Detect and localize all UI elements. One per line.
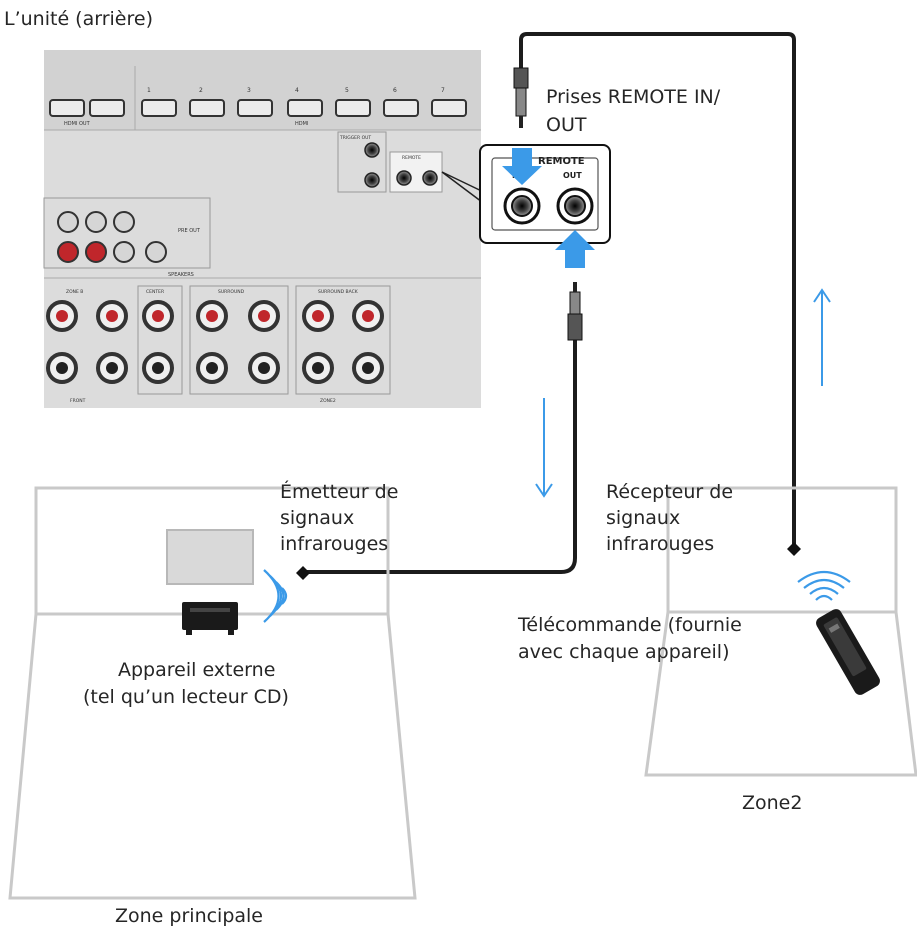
receiver-cable bbox=[519, 32, 796, 548]
remote-title: REMOTE bbox=[538, 156, 585, 167]
hdmi-ports bbox=[49, 99, 467, 117]
ir-waves-icon bbox=[263, 569, 288, 623]
remote-control-icon bbox=[816, 609, 880, 695]
small-remote-title: REMOTE bbox=[402, 155, 421, 161]
emitter-cable bbox=[303, 340, 577, 574]
ir-waves-icon bbox=[797, 570, 851, 601]
remote-control-label-line2: avec chaque appareil) bbox=[518, 641, 730, 663]
rear-panel: HDMI OUT HDMI TRIGGER OUT REMOTE PRE OUT… bbox=[43, 50, 481, 408]
remote-jacks-label-line2: OUT bbox=[546, 114, 587, 136]
signal-down-arrow bbox=[535, 398, 553, 498]
center-label: CENTER bbox=[146, 289, 164, 295]
arrow-into-in-jack bbox=[502, 148, 542, 185]
unit-rear-label: L’unité (arrière) bbox=[4, 8, 153, 30]
front-label: FRONT bbox=[70, 398, 86, 404]
emitter-endpoint bbox=[296, 566, 310, 580]
plug-arrows bbox=[502, 148, 595, 268]
remote-control-label-line1: Télécommande (fournie bbox=[518, 614, 742, 636]
hdmi-label: HDMI bbox=[295, 121, 308, 127]
signal-up-arrow bbox=[813, 288, 831, 386]
hdmi-port-number: 2 bbox=[199, 87, 203, 94]
pre-out-label: PRE OUT bbox=[178, 228, 201, 234]
main-zone-room bbox=[8, 486, 417, 900]
signal-direction-arrows bbox=[535, 288, 831, 498]
ir-receiver-label-line3: infrarouges bbox=[606, 533, 715, 555]
hdmi-out-label: HDMI OUT bbox=[64, 121, 91, 127]
surround-back-label: SURROUND BACK bbox=[318, 289, 359, 295]
external-device-label-line2: (tel qu’un lecteur CD) bbox=[83, 686, 289, 708]
plug-connectors bbox=[513, 67, 583, 341]
external-device-label-line1: Appareil externe bbox=[118, 659, 276, 681]
speakers-label: SPEAKERS bbox=[168, 272, 194, 278]
main-zone-label: Zone principale bbox=[115, 905, 264, 927]
ir-emitter-label-line3: infrarouges bbox=[280, 533, 389, 555]
zone2-panel-label: ZONE2 bbox=[320, 398, 336, 404]
tv-screen bbox=[166, 529, 254, 585]
zone2-room bbox=[644, 486, 917, 777]
arrow-into-out-jack bbox=[555, 230, 595, 268]
remote-jacks-callout: REMOTE IN OUT bbox=[479, 144, 611, 244]
ir-receiver-label-line2: signaux bbox=[606, 507, 681, 529]
receiver-endpoint bbox=[787, 542, 801, 556]
cables bbox=[303, 32, 796, 574]
zone2-label: Zone2 bbox=[742, 792, 803, 814]
hdmi-port-number: 6 bbox=[393, 87, 397, 94]
hdmi-port-number: 7 bbox=[441, 87, 445, 94]
hdmi-port-number: 1 bbox=[147, 87, 151, 94]
ir-emitter-label-line1: Émetteur de bbox=[280, 481, 399, 503]
pre-out-jacks bbox=[57, 211, 167, 263]
remote-jacks-label-line1: Prises REMOTE IN/ bbox=[546, 86, 721, 108]
surround-label: SURROUND bbox=[218, 289, 245, 295]
out-label: OUT bbox=[563, 171, 582, 180]
zone-b-label: ZONE B bbox=[66, 289, 83, 295]
cd-player-icon bbox=[182, 602, 238, 635]
hdmi-port-number: 3 bbox=[247, 87, 251, 94]
hdmi-port-number: 5 bbox=[345, 87, 349, 94]
ir-receiver-label-line1: Récepteur de bbox=[606, 481, 734, 503]
hdmi-port-number: 4 bbox=[295, 87, 299, 94]
ir-emitter-label-line2: signaux bbox=[280, 507, 355, 529]
speaker-terminals bbox=[46, 285, 391, 395]
trigger-out-label: TRIGGER OUT bbox=[339, 135, 371, 141]
